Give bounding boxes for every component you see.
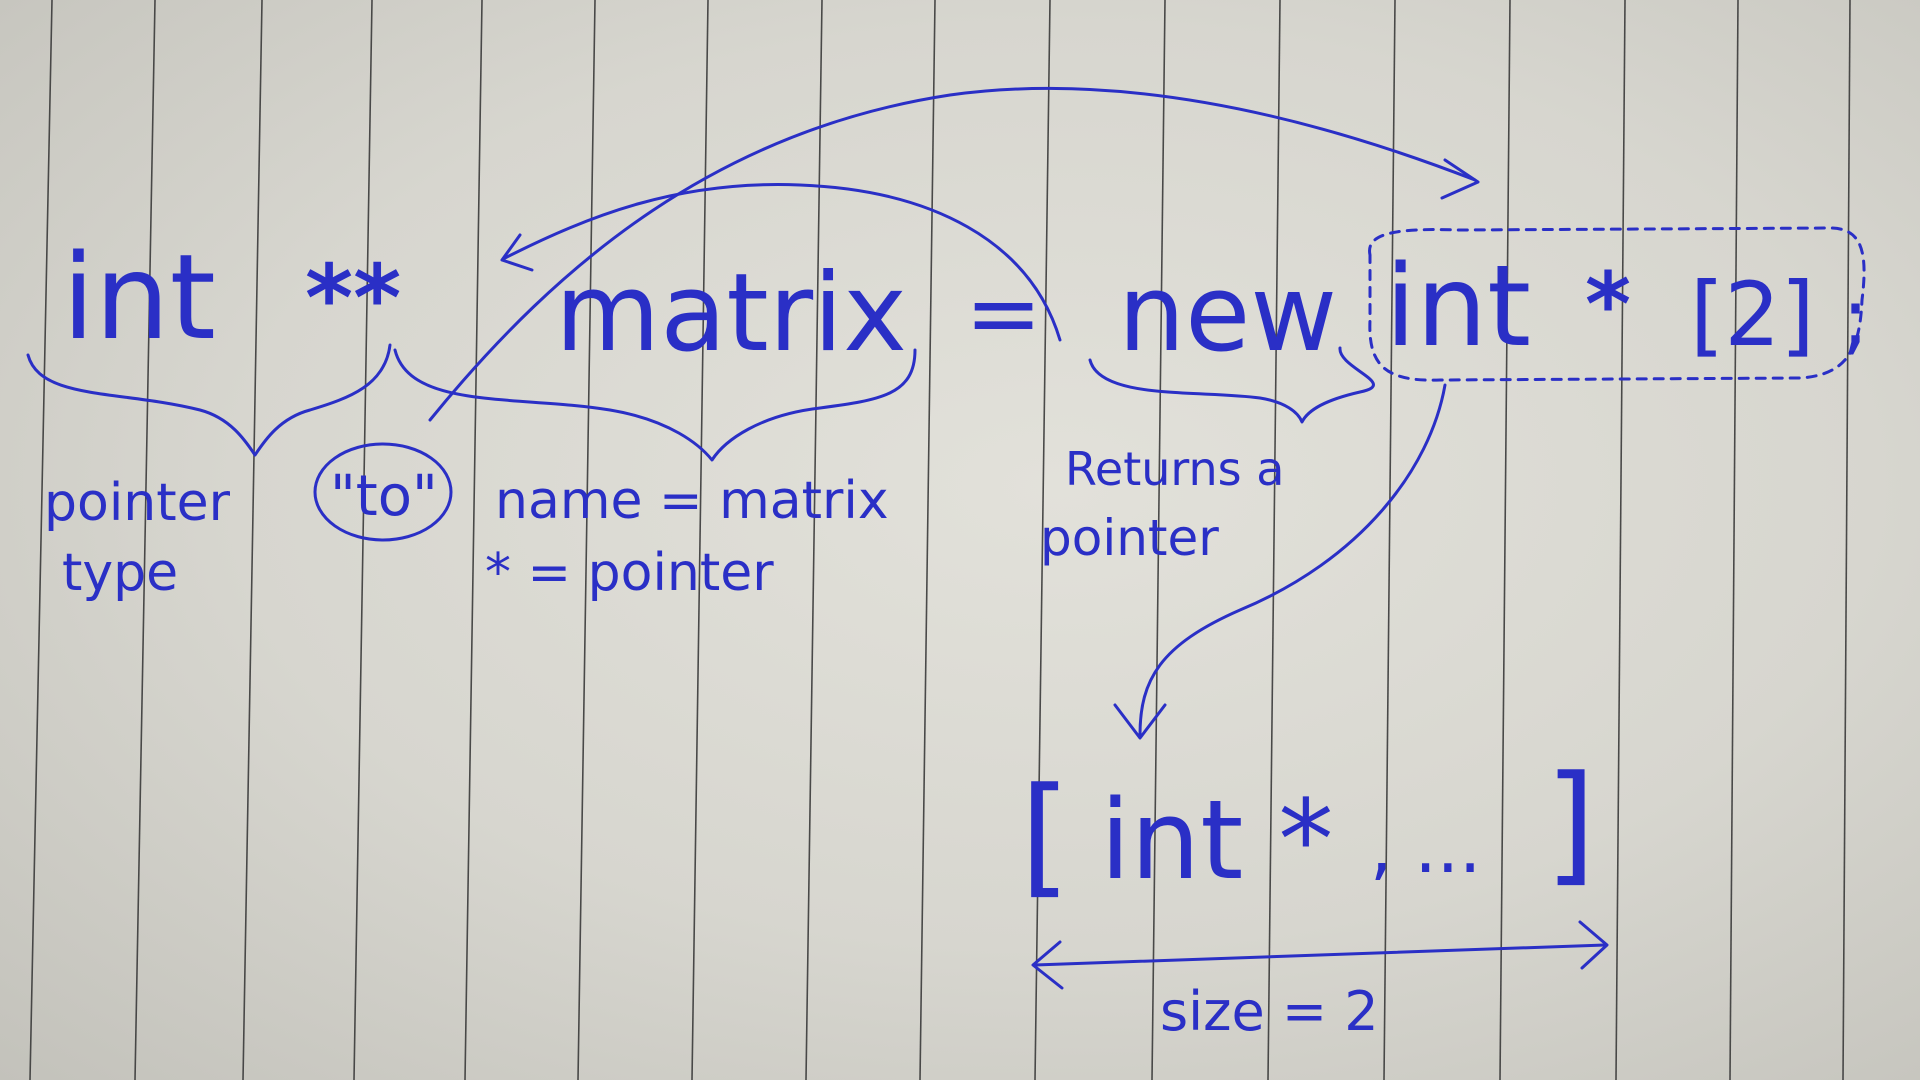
ruled-lines (29, 0, 1851, 1080)
arrows (428, 86, 1480, 740)
size-arrow-left-head (1031, 940, 1064, 990)
underbraces (26, 343, 1375, 462)
dashed-highlight-box (1368, 226, 1866, 382)
arrow-to-heap (428, 86, 1477, 422)
type-keyword: int (62, 228, 216, 366)
arrow-to-array (1138, 383, 1447, 737)
size-arrow (1033, 943, 1607, 967)
result-array: [ int * , ... ] size = 2 (1020, 747, 1609, 1043)
brace-new (1088, 346, 1375, 424)
arrow-back-head (500, 233, 534, 272)
annotation-returns-pointer: pointer (1040, 509, 1219, 567)
code-line: int ** matrix = new int * [2] ; (62, 228, 1869, 376)
size-label: size = 2 (1160, 980, 1379, 1043)
alloc-size: [2] (1690, 263, 1815, 366)
annotation-star-pointer: * = pointer (485, 543, 774, 603)
annotation-to: "to" (330, 464, 438, 529)
brace-name (393, 348, 917, 462)
to-circle (313, 442, 453, 542)
pointer-stars: ** (305, 245, 401, 352)
array-element: int * (1100, 776, 1333, 904)
annotation-returns: Returns a (1065, 442, 1284, 496)
size-arrow-right-head (1578, 920, 1609, 970)
array-close-bracket: ] (1545, 747, 1596, 899)
alloc-star: * (1585, 253, 1631, 356)
alloc-type: int (1385, 242, 1531, 372)
variable-name: matrix (555, 251, 907, 376)
annotation-type: type (62, 543, 178, 603)
arrow-to-array-head (1113, 703, 1167, 740)
arrow-to-heap-head (1440, 158, 1480, 200)
annotation-pointer: pointer (44, 473, 231, 533)
new-keyword: new (1118, 252, 1337, 375)
array-open-bracket: [ (1020, 759, 1071, 911)
annotations: pointer type "to" name = matrix * = poin… (44, 442, 1284, 603)
array-rest: , ... (1370, 807, 1481, 889)
arrow-back-to-type (503, 183, 1062, 342)
equals-sign: = (965, 260, 1042, 367)
brace-type (26, 343, 392, 457)
annotation-name: name = matrix (495, 471, 889, 531)
